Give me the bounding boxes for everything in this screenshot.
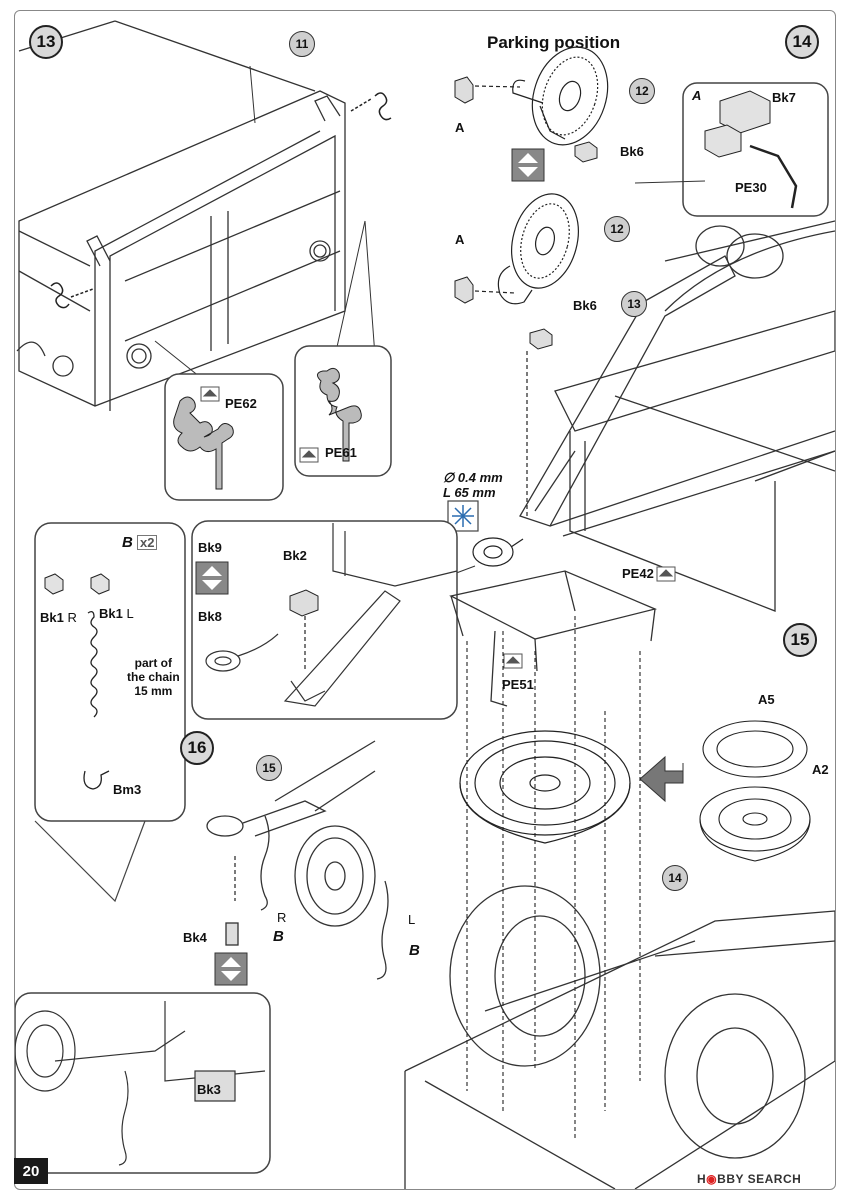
chain-note: part of the chain 15 mm [127,656,180,698]
spare-wheel-bracket [449,570,658,707]
callout-15: 15 [256,755,282,781]
label-bk9: Bk9 [198,540,222,555]
label-a-top: A [455,120,465,135]
label-b-step16-l: B [409,942,420,959]
arrow-left-icon [639,755,684,803]
label-pe61: PE61 [325,445,357,460]
watermark-logo: ◉ [706,1172,718,1186]
label-bk4: Bk4 [183,930,207,945]
label-pe62: PE62 [225,396,257,411]
label-a-mid: A [455,232,465,247]
label-l-step16: L [408,912,416,927]
bk1-r-side: R [67,610,77,625]
chain-note-line1: part of [134,656,173,670]
pe-icons [200,386,676,669]
chain-note-line3: 15 mm [134,684,173,698]
callout-12-top: 12 [629,78,655,104]
callout-14: 14 [662,865,688,891]
spare-wheel-guides [466,616,641,1141]
chain-drawing [50,92,392,309]
label-bk7: Bk7 [772,90,796,105]
label-b-box: B [122,534,133,551]
drawbar-frame [519,220,835,612]
wire-diameter: ∅ 0.4 mm [443,470,503,485]
label-bk3: Bk3 [197,1082,221,1097]
step-16-badge: 16 [180,731,214,765]
bracket-parts [454,76,598,350]
label-bk1-l: Bk1 L [99,607,134,620]
step-13-badge: 13 [29,25,63,59]
wire-length: L 65 mm [443,485,496,500]
callout-13: 13 [621,291,647,317]
label-b-step16-r: B [273,928,284,945]
watermark-a: H [697,1172,707,1186]
tow-eye [472,537,524,567]
spare-wheel [459,730,631,844]
label-b-count: x2 [137,535,158,550]
flip-icons [195,148,545,986]
watermark-b: BBY SEARCH [717,1172,802,1186]
inset-b-parts [44,573,110,595]
inset-b [34,522,186,822]
step-14-badge: 14 [785,25,819,59]
bk1-l-name: Bk1 [99,606,123,621]
label-bk6-mid: Bk6 [573,298,597,313]
label-a-inset: A [692,88,702,103]
page-title: Parking position [487,33,621,52]
label-a2: A2 [812,762,829,777]
bk2-part [289,589,319,617]
step-15-badge: 15 [783,623,817,657]
label-bm3: Bm3 [113,782,142,797]
wire-spec: ∅ 0.4 mm L 65 mm [443,470,503,500]
page-number: 20 [14,1158,48,1184]
chain-link-drawing [83,611,110,790]
label-bk8: Bk8 [198,609,222,624]
label-pe30: PE30 [735,180,767,195]
a5-a2-parts [699,720,811,862]
inset-drawbar [191,520,458,720]
wire-cut-icon-glyph [452,505,474,527]
chain-note-line2: the chain [127,670,180,684]
step16-drawing [206,740,389,980]
inset-a-parts [704,90,798,209]
label-a5: A5 [758,692,775,707]
jockey-wheel-mid [497,193,579,305]
bk1-r-name: Bk1 [40,610,64,625]
trailer-rear [404,885,835,1189]
inset-a [682,82,829,217]
pe-chain-parts [173,367,362,490]
inset-bk3 [15,992,271,1174]
callout-12-mid: 12 [604,216,630,242]
assembly-drawing [15,20,835,1189]
arrows-step14 [474,85,528,516]
label-r-step16: R [277,910,287,925]
label-bk1-r: Bk1 R [40,611,77,624]
label-bk2: Bk2 [283,548,307,563]
watermark: H◉BBY SEARCH [697,1172,801,1186]
inset-bk3-drawing [15,1001,266,1166]
instruction-page: Parking position 13 14 15 16 11 12 12 13… [14,10,836,1190]
label-pe51: PE51 [502,677,534,692]
label-pe42: PE42 [622,566,654,581]
label-bk6-top: Bk6 [620,144,644,159]
trailer-body-drawing [16,20,346,411]
bk1-l-side: L [126,606,134,621]
jockey-wheel-top [512,46,609,146]
inset-drawbar-drawing [205,523,458,707]
callout-11: 11 [289,31,315,57]
